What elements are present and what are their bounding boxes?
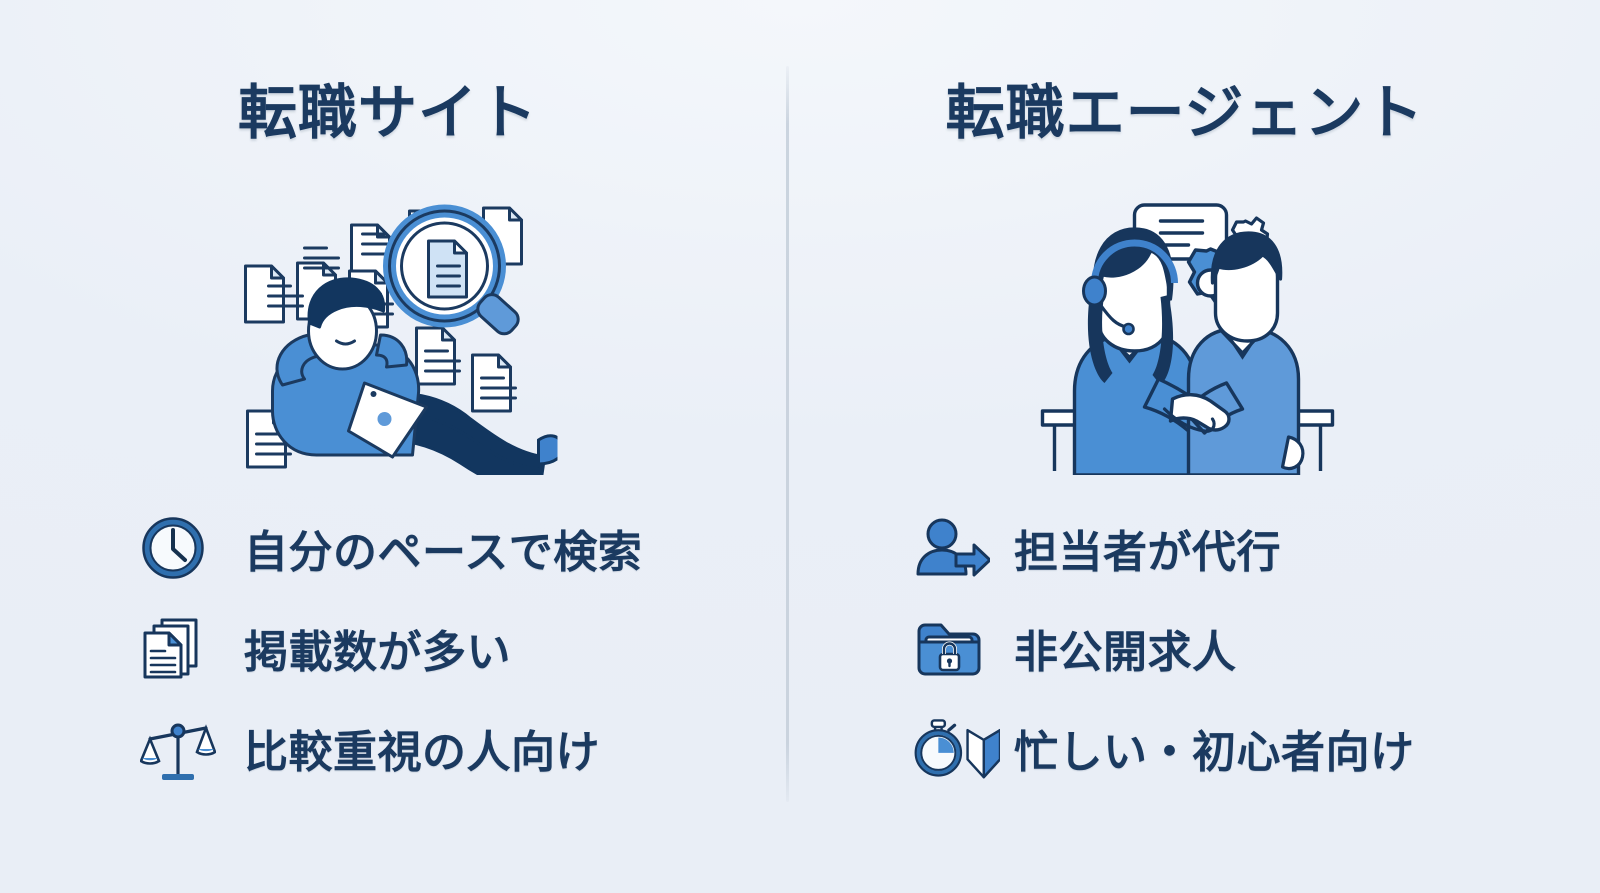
list-item-label: 比較重視の人向け — [244, 727, 600, 778]
column-job-agent: 転職エージェント — [786, 0, 1572, 893]
list-item[interactable]: 掲載数が多い — [0, 598, 786, 698]
list-item-label: 担当者が代行 — [1014, 527, 1281, 578]
feature-list-job-agent: 担当者が代行 非公開求人 — [786, 498, 1572, 798]
illustration-person-browsing-job-listings — [213, 183, 558, 475]
column-job-site: 転職サイト — [0, 0, 786, 893]
list-item-label: 掲載数が多い — [244, 627, 511, 678]
locked-folder-icon — [914, 608, 1000, 688]
column-divider — [786, 66, 789, 802]
person-arrow-icon — [914, 508, 1000, 588]
list-item[interactable]: 自分のペースで検索 — [0, 498, 786, 598]
list-item[interactable]: 忙しい・初心者向け — [786, 698, 1572, 798]
scales-icon — [140, 708, 226, 788]
list-item[interactable]: 比較重視の人向け — [0, 698, 786, 798]
list-item[interactable]: 担当者が代行 — [786, 498, 1572, 598]
page-title-job-site: 転職サイト — [237, 78, 538, 147]
page-title-job-agent: 転職エージェント — [945, 78, 1425, 147]
stopwatch-leaf-icon — [914, 708, 1000, 788]
clock-icon — [140, 508, 226, 588]
list-item-label: 非公開求人 — [1014, 627, 1237, 678]
illustration-agent-handshake-with-client — [1013, 183, 1358, 475]
feature-list-job-site: 自分のペースで検索 — [0, 498, 786, 798]
documents-icon — [140, 608, 226, 688]
list-item-label: 忙しい・初心者向け — [1014, 727, 1415, 778]
list-item-label: 自分のペースで検索 — [244, 527, 643, 578]
list-item[interactable]: 非公開求人 — [786, 598, 1572, 698]
